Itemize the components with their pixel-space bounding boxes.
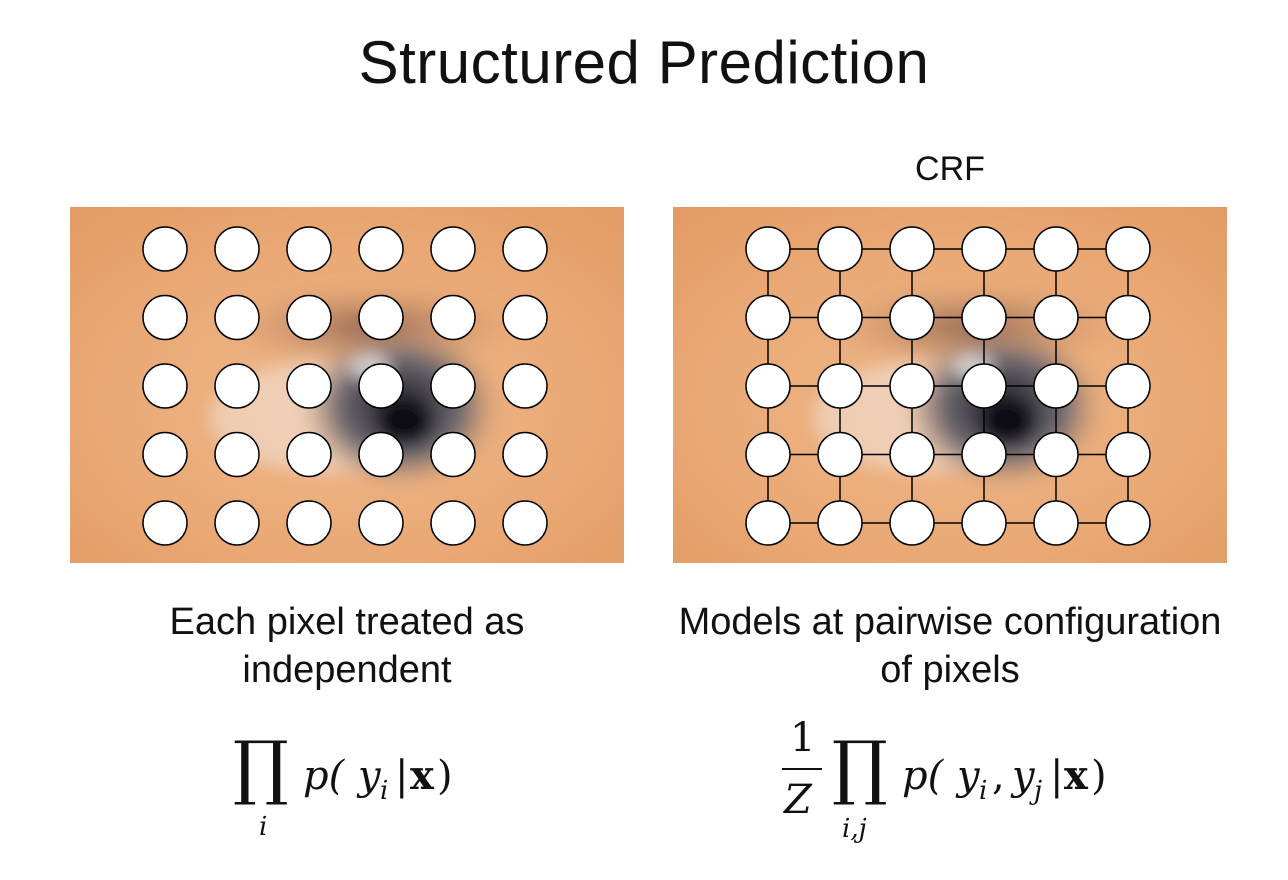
pixel-node <box>502 226 548 272</box>
caption-line: independent <box>242 649 452 691</box>
pixel-node <box>142 500 188 546</box>
pixel-node <box>358 363 404 409</box>
term-p: p( <box>303 753 345 799</box>
product-index: i <box>259 812 268 842</box>
pixel-node <box>961 500 1007 546</box>
pixel-node <box>430 431 476 478</box>
pixel-node <box>1105 431 1151 478</box>
independent-pixels-panel <box>70 207 624 563</box>
pixel-node <box>358 500 404 546</box>
pixel-node <box>430 500 476 546</box>
slide-title: Structured Prediction <box>358 29 930 96</box>
pixel-node <box>961 226 1007 272</box>
crf-panel <box>673 207 1227 563</box>
pixel-node <box>745 294 791 341</box>
term-close: ) <box>1091 753 1107 799</box>
caption-line: Each pixel treated as <box>169 601 525 643</box>
pixel-node <box>889 294 935 341</box>
pixel-node <box>214 363 260 409</box>
independent-formula: ∏ i p( y i | x ) <box>225 712 485 862</box>
product-index: i,j <box>842 814 867 844</box>
pixel-node <box>817 294 863 341</box>
term-y1: y <box>957 753 980 799</box>
term-y2-sub: j <box>1034 776 1043 806</box>
pixel-node <box>502 363 548 409</box>
pixel-node <box>502 500 548 546</box>
pixel-node <box>214 294 260 341</box>
pixel-node <box>1033 431 1079 478</box>
pixel-node <box>745 500 791 546</box>
term-y-sub: i <box>380 776 389 806</box>
pixel-node <box>1033 500 1079 546</box>
caption-line: Models at pairwise configuration <box>678 601 1222 643</box>
pixel-node <box>745 431 791 478</box>
pixel-node <box>1105 500 1151 546</box>
pixel-node <box>142 363 188 409</box>
pixel-node <box>358 226 404 272</box>
pixel-node <box>286 226 332 272</box>
pixel-node <box>430 363 476 409</box>
pixel-node <box>745 226 791 272</box>
term-x: x <box>1064 752 1088 799</box>
pixel-node <box>358 431 404 478</box>
pixel-node <box>286 294 332 341</box>
pixel-node <box>502 294 548 341</box>
pixel-node <box>961 431 1007 478</box>
pixel-node <box>889 500 935 546</box>
caption-line: of pixels <box>880 649 1020 691</box>
fraction-bar <box>782 768 822 770</box>
crf-label: CRF <box>915 150 985 188</box>
term-close: ) <box>437 753 453 799</box>
fraction-numerator: 1 <box>790 715 816 761</box>
pixel-node <box>961 294 1007 341</box>
pixel-node <box>1105 226 1151 272</box>
pixel-node <box>142 294 188 341</box>
crf-formula: 1 Z ∏ i,j p( y i , y j | x ) <box>770 712 1150 862</box>
pixel-node <box>1033 226 1079 272</box>
pixel-nodes <box>745 226 1151 546</box>
term-y1-sub: i <box>979 776 988 806</box>
product-operator: ∏ <box>233 726 289 808</box>
pixel-node <box>502 431 548 478</box>
term-bar: | <box>395 753 409 799</box>
term-y2: y <box>1012 753 1035 799</box>
pixel-node <box>817 363 863 409</box>
pixel-nodes <box>142 226 548 546</box>
pixel-node <box>817 431 863 478</box>
independent-pixels-diagram <box>70 207 624 563</box>
pixel-node <box>430 226 476 272</box>
independent-caption: Each pixel treated as independent <box>70 598 624 694</box>
pixel-node <box>430 294 476 341</box>
product-operator: ∏ <box>832 726 888 808</box>
pixel-node <box>889 363 935 409</box>
term-bar: | <box>1050 753 1064 799</box>
pixel-node <box>961 363 1007 409</box>
crf-caption: Models at pairwise configuration of pixe… <box>630 598 1270 694</box>
fraction-denominator: Z <box>784 777 812 823</box>
pixel-node <box>817 226 863 272</box>
pixel-node <box>286 500 332 546</box>
pixel-node <box>358 294 404 341</box>
pixel-node <box>1033 363 1079 409</box>
term-x: x <box>410 752 434 799</box>
pixel-node <box>214 500 260 546</box>
pixel-node <box>1105 294 1151 341</box>
pixel-node <box>1105 363 1151 409</box>
pixel-node <box>214 226 260 272</box>
pixel-node <box>214 431 260 478</box>
pixel-node <box>286 363 332 409</box>
pixel-node <box>817 500 863 546</box>
term-p: p( <box>902 753 944 799</box>
term-y: y <box>358 753 381 799</box>
pixel-node <box>889 431 935 478</box>
pixel-node <box>142 226 188 272</box>
pixel-node <box>142 431 188 478</box>
crf-diagram <box>673 207 1227 563</box>
pixel-node <box>1033 294 1079 341</box>
pixel-node <box>745 363 791 409</box>
pixel-node <box>286 431 332 478</box>
term-comma: , <box>992 753 1005 799</box>
pixel-node <box>889 226 935 272</box>
